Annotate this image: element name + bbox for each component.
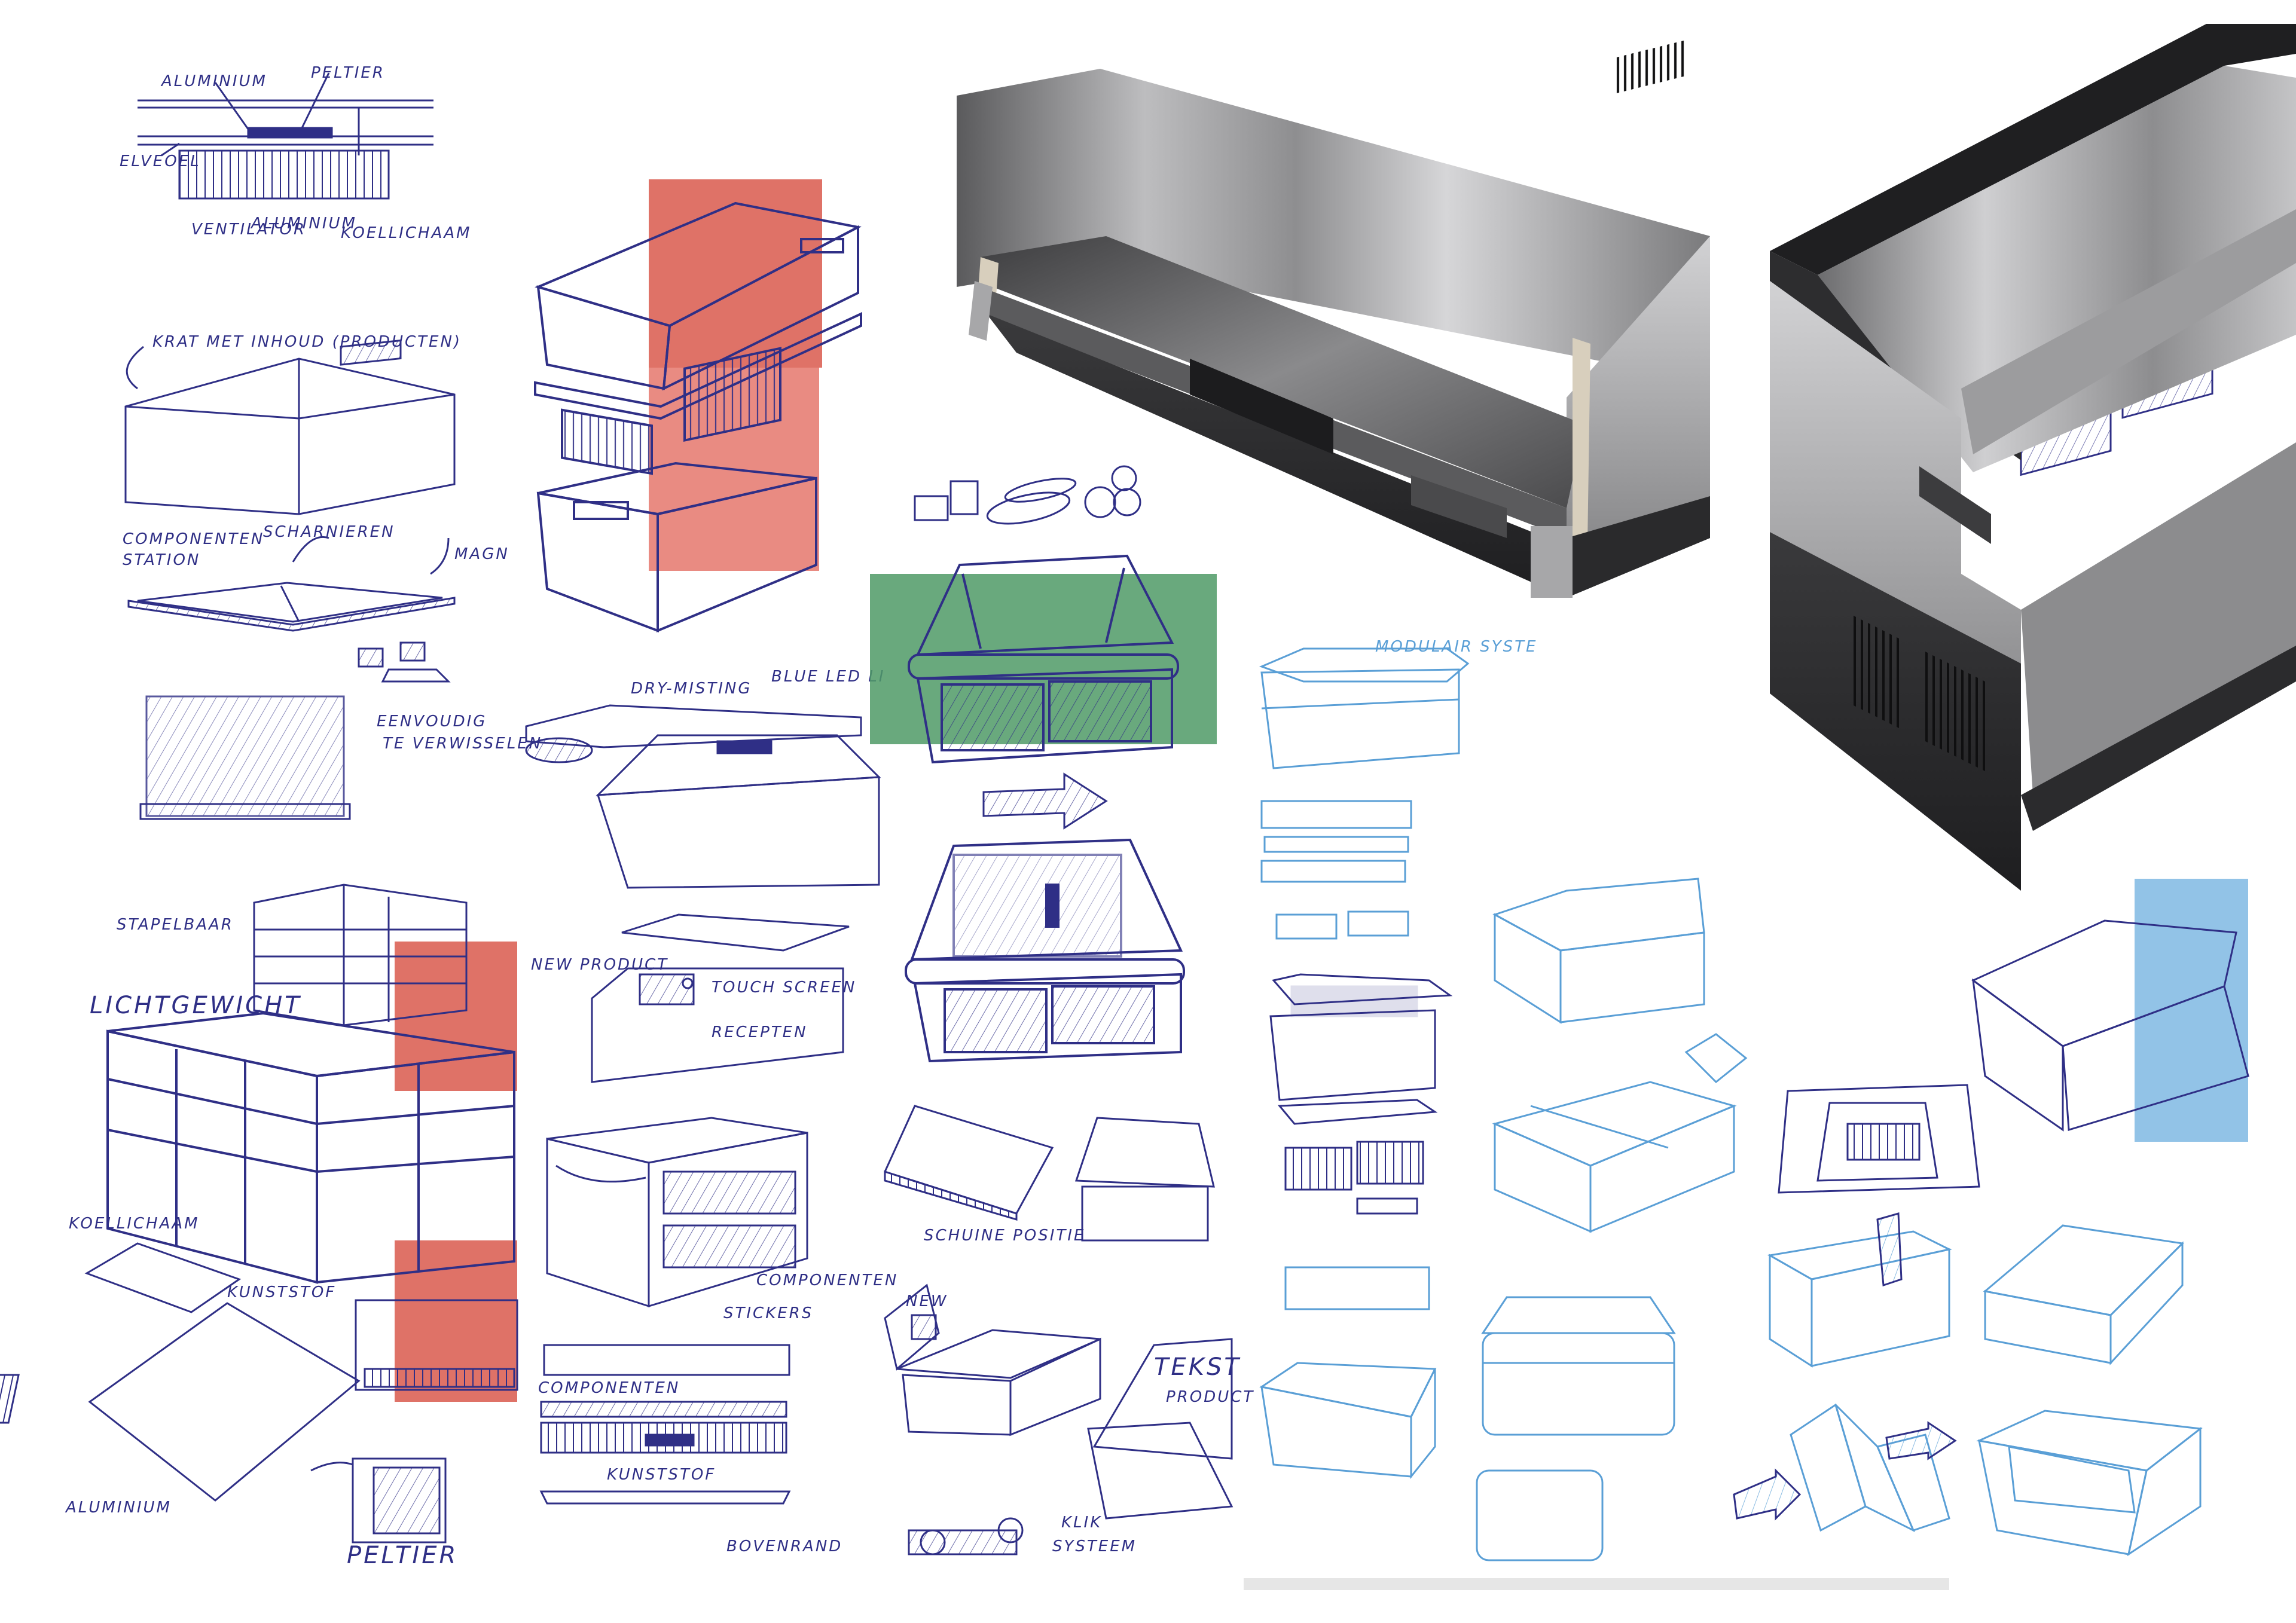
label-schuine-positie: SCHUINE POSITIE — [924, 1227, 1085, 1245]
label-magn: MAGN — [454, 545, 509, 563]
sketch-aluminium-plate — [0, 1302, 361, 1502]
label-krat: KRAT MET INHOUD (PRODUCTEN) — [152, 333, 462, 351]
sketch-produce-icons — [914, 465, 1141, 525]
label-stickers: STICKERS — [723, 1304, 813, 1322]
sketch-glass-cooler — [908, 554, 1179, 764]
sketch-layer-stack — [539, 1344, 791, 1505]
label-koellichaam-top: KOELLICHAAM — [341, 224, 472, 242]
label-recepten: RECEPTEN — [712, 1023, 808, 1041]
render-display-bin — [1770, 24, 2296, 891]
label-modulair: MODULAIR SYSTE — [1375, 638, 1537, 656]
red-marker-block — [649, 179, 822, 368]
sketch-component-station — [127, 536, 456, 632]
label-aluminium-bottom: ALUMINIUM — [250, 215, 357, 233]
table-shadow — [1244, 1578, 1949, 1590]
label-scharnieren: SCHARNIEREN — [263, 523, 395, 541]
sketch-cooler-lid — [905, 838, 1185, 1063]
label-componenten-station-2: STATION — [123, 551, 200, 569]
sketch-stickers-crate — [546, 1117, 808, 1308]
sketch-exploded-stack — [1269, 973, 1453, 1215]
label-ventilator: VENTILATOR — [191, 221, 306, 239]
label-kunststof: KUNSTSTOF — [227, 1283, 336, 1301]
sketch-vent-grate — [1778, 1084, 1980, 1194]
label-tekst-1: TEKST — [1154, 1353, 1241, 1381]
label-blue-led: BLUE LED LI — [771, 668, 885, 686]
label-peltier: PELTIER — [347, 1542, 458, 1569]
label-eenvoudig-2: TE VERWISSELEN — [383, 735, 542, 753]
sketch-swap-parts — [358, 641, 451, 683]
label-tekst-2: PRODUCT — [1166, 1388, 1254, 1406]
label-touch-screen: TOUCH SCREEN — [712, 979, 856, 997]
label-bovenrand: BOVENRAND — [726, 1538, 842, 1555]
label-aluminium-top: ALUMINIUM — [160, 72, 267, 90]
sketch-stack-boxes — [253, 884, 468, 1026]
sketch-display-counter — [525, 704, 881, 889]
label-eenvoudig-1: EENVOUDIG — [377, 713, 487, 730]
label-componenten: COMPONENTEN — [756, 1271, 898, 1289]
label-dry-misting: DRY-MISTING — [631, 680, 752, 698]
label-klik-1: KLIK — [1061, 1514, 1102, 1532]
label-componenten-2: COMPONENTEN — [538, 1379, 680, 1397]
label-new-product: NEW PRODUCT — [531, 956, 668, 974]
sketch-tilted-tray — [883, 1105, 1215, 1242]
label-klik-2: SYSTEEM — [1052, 1538, 1137, 1555]
arrow-right — [982, 772, 1108, 830]
label-aluminium: ALUMINIUM — [65, 1499, 172, 1517]
sketch-blue-crates — [1259, 1266, 1676, 1561]
render-steel-counter — [957, 39, 1710, 598]
sketch-heat-fins — [84, 1242, 242, 1313]
label-kunststof-2: KUNSTSTOF — [607, 1466, 716, 1484]
sketch-modular-tray — [1259, 647, 1470, 940]
label-koellichaam: KOELLICHAAM — [69, 1215, 200, 1233]
blue-marker-block — [2135, 879, 2248, 1142]
sketch-large-crate — [106, 1011, 515, 1284]
sketch-panel — [139, 695, 351, 820]
sketch-peltier-module — [310, 1299, 518, 1543]
sketch-heat-sink-section — [138, 72, 433, 200]
label-new: NEW — [906, 1292, 948, 1310]
label-elveoel: ELVEOEL — [120, 152, 201, 170]
sketch-crate-open — [124, 339, 456, 515]
label-componenten-station-1: COMPONENTEN — [123, 530, 264, 548]
sketch-touch-screen-unit — [591, 913, 850, 1083]
label-stapelbaar: STAPELBAAR — [117, 916, 234, 934]
sketch-blue-boxes — [1733, 1212, 2203, 1557]
sketch-drawer-unit — [534, 201, 862, 475]
label-peltier-top: PELTIER — [311, 64, 385, 82]
sketch-drawer-lower — [536, 347, 817, 632]
sketch-new-product-sign — [884, 1283, 1234, 1555]
sketch-blue-shelves — [1492, 878, 1748, 1233]
